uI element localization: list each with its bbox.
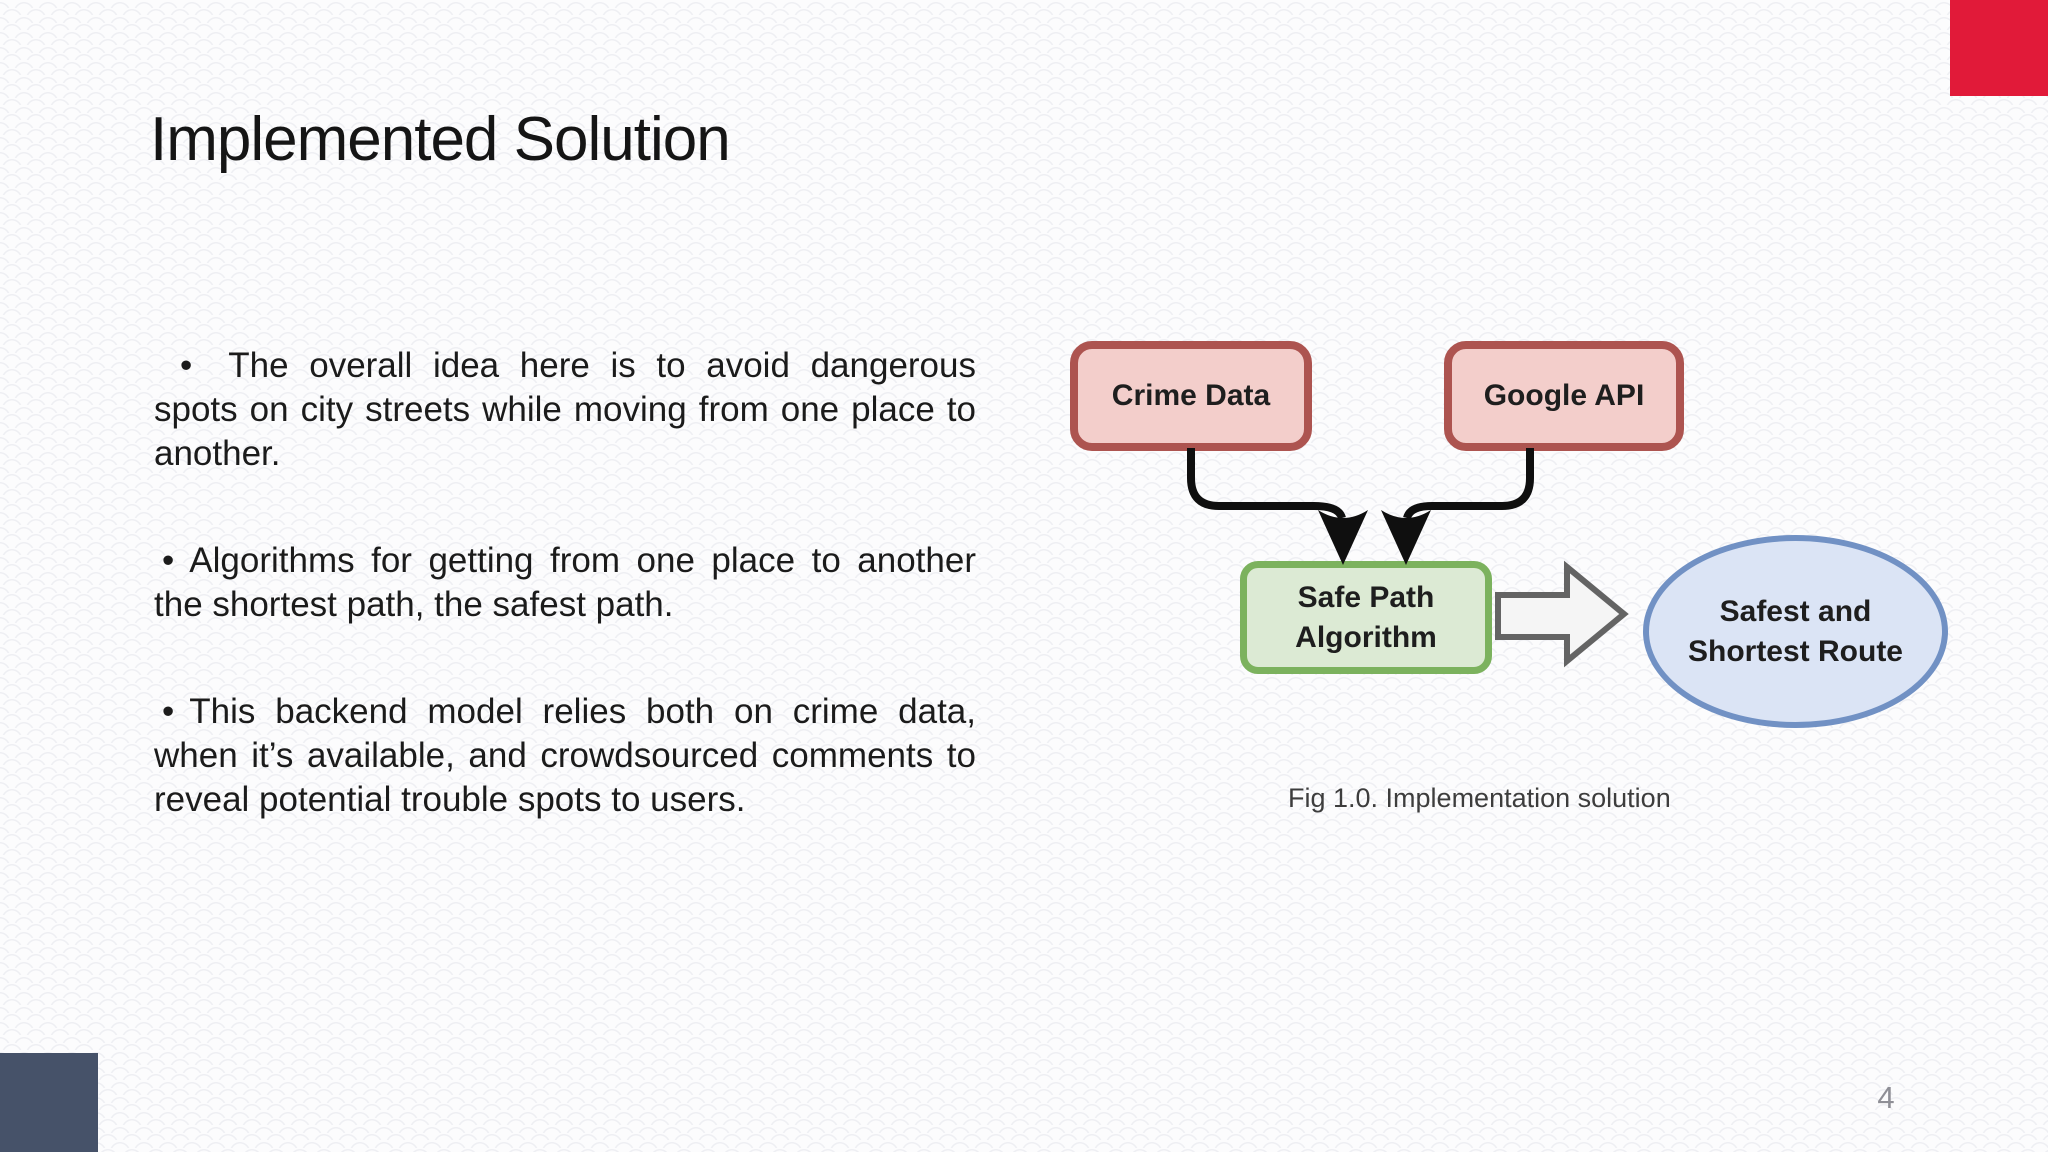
node-safe-path-algorithm: Safe Path Algorithm (1240, 561, 1492, 674)
connector-google-to-algorithm (1403, 448, 1534, 520)
bullet-item: •The overall idea here is to avoid dange… (154, 344, 976, 476)
bullet-list: •The overall idea here is to avoid dange… (154, 344, 976, 885)
arrowhead-down-icon (1318, 510, 1368, 565)
bullet-item: •Algorithms for getting from one place t… (154, 539, 976, 627)
figure-caption: Fig 1.0. Implementation solution (1288, 783, 1671, 813)
node-label-line: Algorithm (1295, 620, 1437, 654)
corner-accent-bottom-left (0, 1053, 98, 1152)
corner-accent-top-right (1950, 0, 2048, 96)
bullet-text: This backend model relies both on crime … (154, 692, 976, 819)
node-label: Safest and Shortest Route (1688, 592, 1903, 672)
node-label-line: Safe Path (1297, 580, 1435, 614)
node-label-line: Safest and (1719, 594, 1872, 628)
node-label: Safe Path Algorithm (1295, 578, 1437, 658)
bullet-item: •This backend model relies both on crime… (154, 690, 976, 822)
node-google-api: Google API (1444, 341, 1684, 451)
bullet-text: The overall idea here is to avoid danger… (154, 346, 976, 473)
arrowhead-down-icon (1381, 510, 1431, 565)
connector-crime-to-algorithm (1187, 448, 1346, 520)
node-safest-shortest-route: Safest and Shortest Route (1643, 535, 1948, 728)
block-arrow-right-icon (1495, 560, 1629, 668)
node-label: Crime Data (1111, 379, 1271, 412)
node-label-line: Shortest Route (1687, 634, 1903, 668)
node-crime-data: Crime Data (1070, 341, 1312, 451)
slide-title: Implemented Solution (150, 105, 731, 174)
bullet-marker: • (180, 346, 193, 385)
bullet-text: Algorithms for getting from one place to… (154, 541, 976, 624)
bullet-marker: • (162, 692, 175, 731)
bullet-marker: • (162, 541, 175, 580)
node-label: Google API (1483, 379, 1645, 412)
page-number: 4 (1877, 1080, 1895, 1115)
